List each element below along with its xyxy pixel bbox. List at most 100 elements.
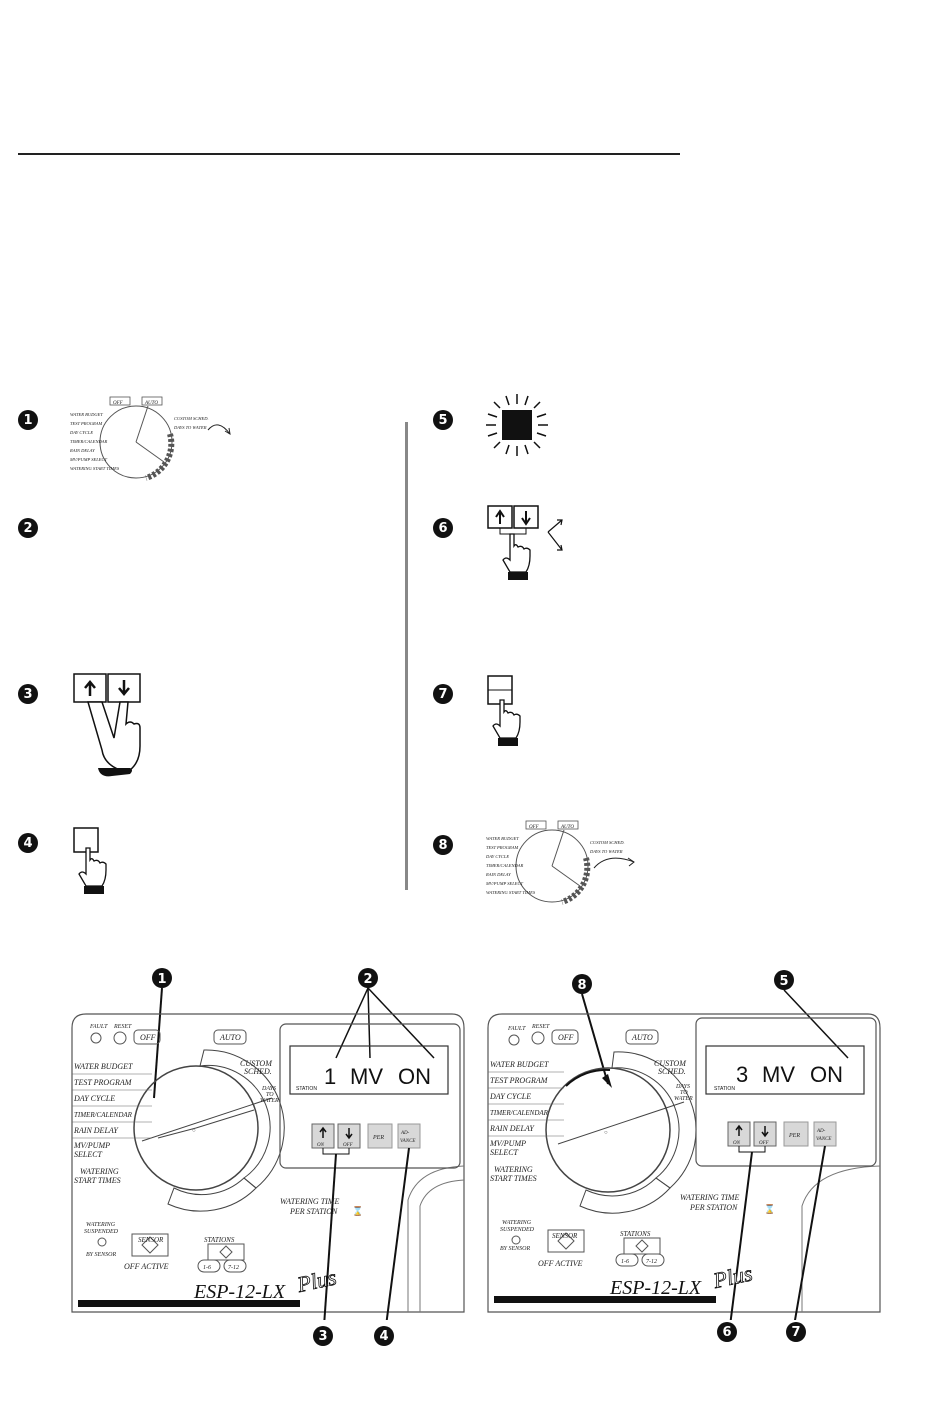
controller-panel-left: 1 2 FAULT RESET OFF AUTO ○ WATER BUDGET … [71,968,465,1320]
svg-text:ON: ON [810,1062,843,1087]
svg-text:SELECT: SELECT [74,1150,103,1159]
svg-text:CUSTOM: CUSTOM [240,1059,273,1068]
svg-text:ON: ON [398,1064,431,1089]
svg-text:5: 5 [779,974,788,989]
svg-text:MV: MV [350,1064,383,1089]
svg-text:DAYS: DAYS [261,1086,276,1092]
svg-text:OFF ACTIVE: OFF ACTIVE [124,1262,169,1271]
svg-text:SELECT: SELECT [490,1148,519,1157]
svg-text:○: ○ [604,1130,608,1136]
blinking-display-illustration [486,394,548,456]
svg-text:TEST PROGRAM: TEST PROGRAM [490,1076,549,1085]
svg-text:MV/PUMP SELECT: MV/PUMP SELECT [69,457,108,462]
svg-text:SUSPENDED: SUSPENDED [500,1227,535,1233]
svg-text:DAYS TO WATER: DAYS TO WATER [589,849,623,854]
svg-text:OFF ACTIVE: OFF ACTIVE [538,1259,583,1268]
svg-text:AUTO: AUTO [560,825,574,830]
svg-text:RESET: RESET [531,1024,550,1030]
svg-text:7-12: 7-12 [228,1265,239,1271]
svg-text:RAIN DELAY: RAIN DELAY [73,1126,119,1135]
svg-text:WATERING: WATERING [86,1222,116,1228]
svg-text:WATERING: WATERING [502,1220,532,1226]
svg-text:OFF: OFF [140,1033,156,1042]
step-8-marker: 8 [433,835,453,855]
svg-text:MV: MV [762,1062,795,1087]
svg-text:3: 3 [736,1062,748,1087]
svg-text:STATIONS: STATIONS [620,1230,651,1238]
header-rule [18,153,680,155]
svg-text:1-6: 1-6 [203,1265,211,1271]
column-divider [405,422,408,890]
svg-text:STATIONS: STATIONS [204,1236,235,1244]
svg-text:WATER BUDGET: WATER BUDGET [70,412,103,417]
two-finger-press-illustration [73,673,141,777]
single-press-illustration-step4 [73,827,107,894]
step-7-marker: 7 [433,684,453,704]
svg-text:CUSTOM SCHED.: CUSTOM SCHED. [174,416,209,421]
svg-text:DAYS: DAYS [675,1084,690,1090]
svg-text:FAULT: FAULT [507,1026,526,1032]
svg-text:SENSOR: SENSOR [138,1236,164,1244]
svg-text:PER STATION: PER STATION [289,1207,338,1216]
svg-text:ESP-12-LX: ESP-12-LX [193,1281,286,1303]
svg-text:DAY CYCLE: DAY CYCLE [489,1092,531,1101]
svg-text:Plus: Plus [710,1260,754,1293]
svg-text:ESP-12-LX: ESP-12-LX [609,1277,702,1299]
svg-text:RESET: RESET [113,1024,132,1030]
svg-text:TEST PROGRAM: TEST PROGRAM [74,1078,133,1087]
svg-text:START TIMES: START TIMES [74,1176,121,1185]
svg-text:⌛: ⌛ [764,1203,775,1214]
svg-text:TO: TO [680,1090,688,1096]
svg-text:CUSTOM: CUSTOM [654,1059,687,1068]
svg-text:SUSPENDED: SUSPENDED [84,1229,119,1235]
svg-text:OFF: OFF [343,1143,354,1148]
svg-text:TIMER/CALENDAR: TIMER/CALENDAR [486,863,523,868]
callout-6: 6 [717,1322,737,1342]
svg-text:DAY CYCLE: DAY CYCLE [485,854,509,859]
svg-text:MV/PUMP: MV/PUMP [489,1139,526,1148]
svg-text:BY SENSOR: BY SENSOR [500,1246,531,1252]
svg-text:8: 8 [577,978,586,993]
step-1-marker: 1 [18,410,38,430]
svg-text:RAIN DELAY: RAIN DELAY [69,448,95,453]
svg-text:STATION: STATION [296,1086,317,1092]
svg-text:WATER BUDGET: WATER BUDGET [74,1062,133,1071]
svg-text:1: 1 [157,972,166,987]
svg-text:PER: PER [372,1135,384,1141]
svg-text:SCHED.: SCHED. [658,1067,686,1076]
svg-text:TEST PROGRAM: TEST PROGRAM [486,845,519,850]
svg-text:○: ○ [192,1128,196,1134]
step-4-marker: 4 [18,833,38,853]
step-2-marker: 2 [18,518,38,538]
svg-text:ON: ON [317,1143,325,1148]
svg-text:AUTO: AUTO [631,1033,653,1042]
callout-3: 3 [313,1326,333,1346]
svg-text:CUSTOM SCHED.: CUSTOM SCHED. [590,840,625,845]
svg-text:PER STATION: PER STATION [689,1203,738,1212]
svg-text:WATERING TIME: WATERING TIME [280,1197,339,1206]
dial-illustration-step8: OFF AUTO WATER BUDGET TEST PROGRAM DAY C… [485,820,635,905]
svg-text:ON: ON [733,1141,741,1146]
svg-text:VANCE: VANCE [400,1139,415,1144]
svg-text:SENSOR: SENSOR [552,1232,578,1240]
svg-text:STATION: STATION [714,1086,735,1092]
svg-text:SCHED.: SCHED. [244,1067,272,1076]
step-6-marker: 6 [433,518,453,538]
svg-text:DAYS TO WATER: DAYS TO WATER [173,425,207,430]
svg-text:OFF: OFF [558,1033,574,1042]
svg-text:TIMER/CALENDAR: TIMER/CALENDAR [74,1111,133,1119]
svg-text:OFF: OFF [529,825,540,830]
svg-text:RAIN DELAY: RAIN DELAY [485,872,511,877]
single-press-illustration-step7 [487,675,521,746]
svg-text:START TIMES: START TIMES [490,1174,537,1183]
svg-text:DAY CYCLE: DAY CYCLE [73,1094,115,1103]
svg-text:WATERING TIME: WATERING TIME [680,1193,739,1202]
dial-illustration-step1: OFF AUTO WATER BUDGET TEST PROGRAM DAY C… [69,396,231,481]
svg-text:1-6: 1-6 [621,1259,629,1265]
svg-text:WATER: WATER [674,1096,693,1102]
up-down-press-illustration [487,505,563,580]
svg-text:RAIN DELAY: RAIN DELAY [489,1124,535,1133]
svg-text:BY SENSOR: BY SENSOR [86,1252,117,1258]
svg-text:WATERING: WATERING [80,1167,119,1176]
svg-text:WATER: WATER [260,1098,279,1104]
